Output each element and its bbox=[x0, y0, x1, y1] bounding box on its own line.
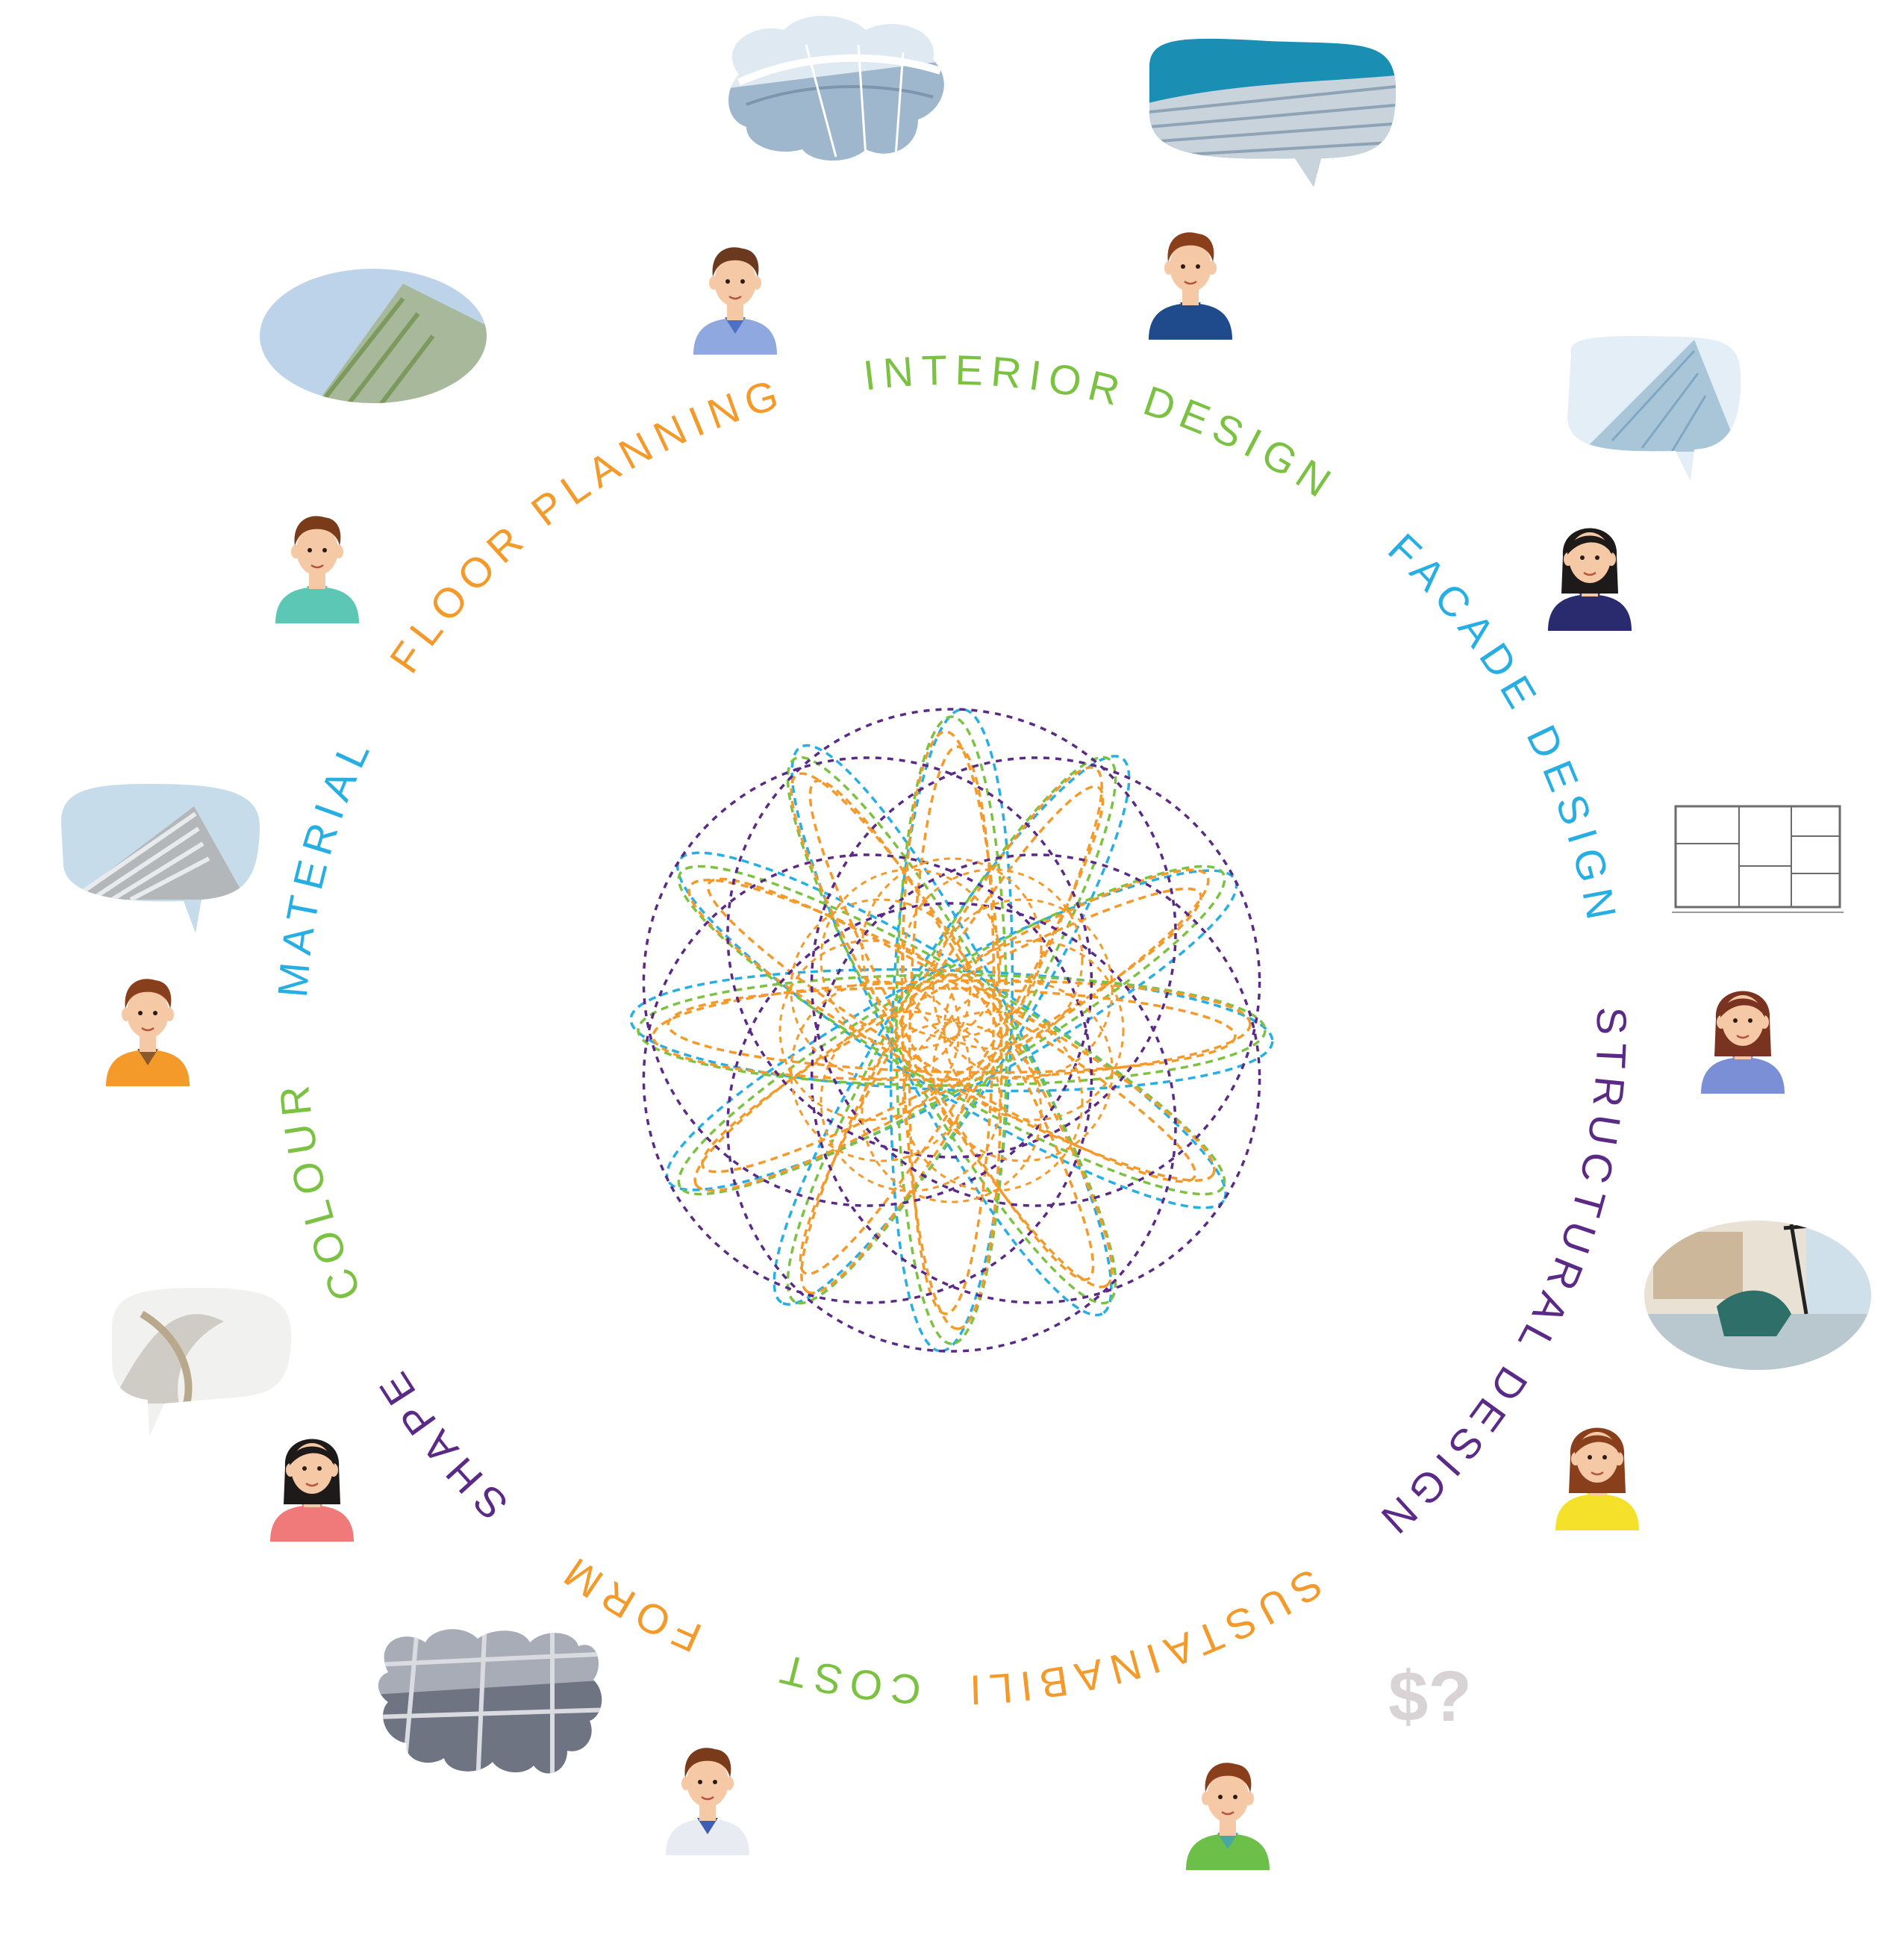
petal-1-2 bbox=[786, 756, 1117, 1305]
petal-1-1 bbox=[677, 865, 1226, 1196]
orbit-circle-0 bbox=[810, 853, 1261, 1304]
person-top-left bbox=[693, 247, 777, 355]
person-top-right bbox=[1149, 232, 1232, 340]
petal-2-2 bbox=[790, 772, 1114, 1289]
petal-2-4 bbox=[800, 766, 1103, 1295]
petal-1-5 bbox=[677, 865, 1226, 1196]
inner-loop-8 bbox=[820, 868, 1002, 1050]
green-tower-bubble bbox=[260, 269, 487, 403]
inner-loop-2 bbox=[902, 1010, 1084, 1192]
inner-loop-10 bbox=[902, 868, 1084, 1050]
floor-plan-bubble bbox=[1672, 805, 1844, 913]
inner-loop-9 bbox=[861, 857, 1043, 1039]
petal-0-0 bbox=[629, 968, 1274, 1093]
orbit-circle-3 bbox=[642, 756, 1093, 1207]
orbit-circle-1 bbox=[726, 902, 1177, 1353]
stakeholder-avatars bbox=[106, 232, 1785, 1870]
inner-loop-7 bbox=[790, 898, 972, 1080]
person-mid-right bbox=[1701, 991, 1785, 1094]
label-cost: COST bbox=[770, 1644, 923, 1713]
label-interior-design: INTERIOR DESIGN bbox=[861, 346, 1345, 510]
person-bottom-left bbox=[666, 1748, 749, 1855]
petal-2-1 bbox=[687, 879, 1216, 1182]
curved-facade-bubble bbox=[111, 1288, 291, 1437]
label-colour: COLOUR bbox=[269, 1077, 369, 1308]
glass-canopy-bubble bbox=[728, 16, 944, 161]
petal-0-2 bbox=[790, 744, 1113, 1317]
label-material: MATERIAL bbox=[269, 729, 381, 1000]
interior-lounge-bubble bbox=[1644, 1221, 1871, 1370]
petal-0-1 bbox=[676, 851, 1227, 1209]
petal-2-3 bbox=[900, 730, 1003, 1330]
person-lower-right bbox=[1555, 1427, 1639, 1530]
mesh-facade-bubble bbox=[1149, 38, 1396, 187]
label-energy-efficiency: ENERGY EFFICIENCY bbox=[0, 0, 20, 9]
petal-3-3 bbox=[908, 745, 996, 1315]
orbit-circle-4 bbox=[726, 708, 1177, 1159]
inner-loop-1 bbox=[931, 980, 1114, 1162]
person-upper-right bbox=[1548, 528, 1632, 631]
petal-3-1 bbox=[706, 877, 1197, 1183]
label-shape: SHAPE bbox=[366, 1358, 516, 1529]
petal-2-0 bbox=[652, 979, 1252, 1082]
petal-3-5 bbox=[701, 887, 1202, 1174]
petal-2-5 bbox=[693, 868, 1210, 1192]
person-mid-left bbox=[106, 979, 190, 1086]
money-label: $? bbox=[1388, 1657, 1472, 1736]
petal-3-4 bbox=[799, 785, 1105, 1276]
petal-3-0 bbox=[667, 986, 1237, 1074]
dashed-orbit-pattern bbox=[629, 708, 1274, 1353]
orbit-circle-2 bbox=[642, 853, 1093, 1304]
label-floor-planning: FLOOR PLANNING bbox=[381, 369, 791, 681]
inner-loop-6 bbox=[778, 939, 961, 1121]
inner-loop-3 bbox=[861, 1021, 1043, 1203]
person-upper-left bbox=[275, 516, 359, 623]
stacked-tower-bubble bbox=[60, 784, 260, 933]
petal-0-4 bbox=[772, 755, 1131, 1306]
person-lower-left bbox=[270, 1439, 354, 1542]
person-bottom-right bbox=[1186, 1763, 1270, 1870]
inner-loop-4 bbox=[820, 1010, 1002, 1192]
glass-pyramid-bubble bbox=[1567, 336, 1741, 482]
inner-loop-11 bbox=[931, 898, 1114, 1080]
solar-panel-bubble bbox=[378, 1629, 602, 1774]
orbit-circle-5 bbox=[810, 756, 1261, 1207]
petal-3-2 bbox=[808, 779, 1095, 1281]
petal-1-4 bbox=[786, 756, 1117, 1305]
